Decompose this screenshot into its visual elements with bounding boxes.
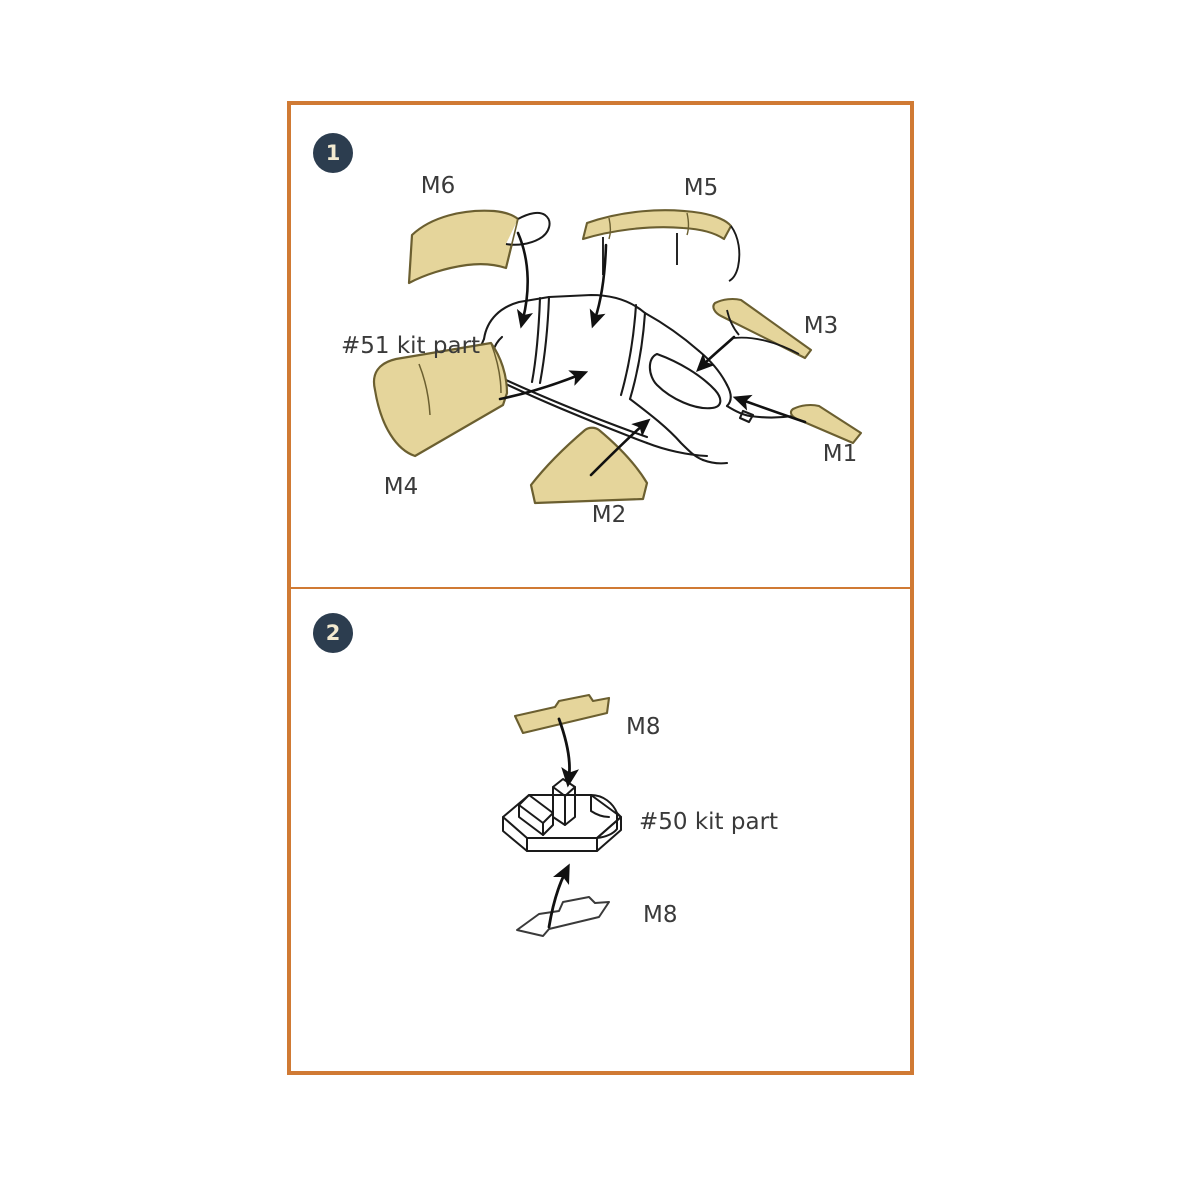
part-m3 <box>712 297 813 360</box>
arrow-m5-to-kit <box>589 243 608 329</box>
part-m4 <box>372 341 509 458</box>
step-badge-1: 1 <box>313 133 353 173</box>
part-m6 <box>407 209 551 285</box>
label-m6: M6 <box>421 173 455 199</box>
arrow-m8-bottom-to-kit <box>547 863 570 929</box>
panel-1-diagram: M6 M5 M3 #51 kit part M1 M4 M2 <box>341 173 863 528</box>
step-panel-2: M8 #50 kit part M8 2 <box>287 589 914 1075</box>
arrow-m4-to-kit <box>498 370 589 401</box>
label-kit51: #51 kit part <box>341 333 480 359</box>
panel-2-diagram: M8 #50 kit part M8 <box>502 693 778 937</box>
label-m3: M3 <box>804 313 838 339</box>
part-m5 <box>581 209 741 282</box>
label-kit50: #50 kit part <box>639 809 778 835</box>
assembly-arrows <box>547 717 579 929</box>
arrow-m1-to-kit <box>732 394 807 424</box>
label-m1: M1 <box>823 441 857 467</box>
label-m8-bottom: M8 <box>643 902 677 928</box>
assembly-arrows <box>498 231 807 477</box>
label-m8-top: M8 <box>626 714 660 740</box>
part-m1 <box>789 403 863 445</box>
part-m8-top <box>513 693 611 735</box>
part-kit50-outline <box>502 778 622 852</box>
arrow-m3-to-kit <box>696 335 736 372</box>
step-panel-1: M6 M5 M3 #51 kit part M1 M4 M2 1 <box>287 101 914 590</box>
label-m4: M4 <box>384 474 418 500</box>
part-m8-bottom <box>516 896 610 937</box>
part-m2 <box>529 426 649 505</box>
label-m5: M5 <box>684 175 718 201</box>
arrow-m2-to-kit <box>589 418 651 477</box>
label-m2: M2 <box>592 502 626 528</box>
arrow-m8-top-to-kit <box>557 717 579 788</box>
arrow-m6-to-kit <box>516 231 534 329</box>
step-badge-2: 2 <box>313 613 353 653</box>
